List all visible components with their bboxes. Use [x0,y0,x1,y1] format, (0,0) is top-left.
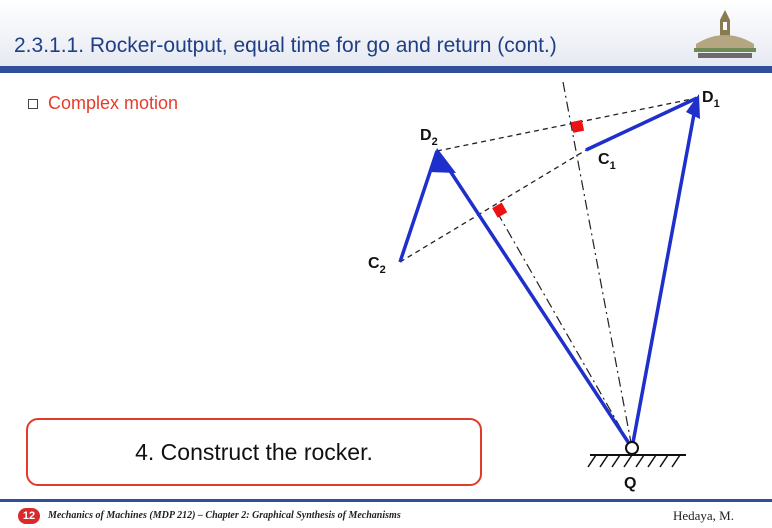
perpendicular-marker-2 [492,202,508,218]
label-c2: C2 [368,255,386,276]
joint-wedge-d1 [686,94,700,119]
bullet-square-icon [28,98,38,109]
step-callout: 4. Construct the rocker. [26,418,482,486]
footer-course: Mechanics of Machines (MDP 212) – Chapte… [48,510,401,521]
university-logo-icon [694,10,756,58]
ground-hatching [587,454,681,468]
bisector-line-1 [562,81,633,449]
perpendicular-marker-1 [571,119,585,133]
label-q: Q [624,475,636,492]
label-d2: D2 [420,127,438,148]
footer-author: Hedaya, M. [672,508,734,523]
step-text: 4. Construct the rocker. [135,438,373,465]
bisector-line-2 [496,211,633,449]
joint-wedge-d2 [429,148,456,173]
title-rule [0,66,772,73]
rocker-link-q-d2 [435,150,634,449]
coupler-link-d1-c1 [585,96,698,152]
slide-title: 2.3.1.1. Rocker-output, equal time for g… [14,34,557,57]
rocker-link-q-d1 [630,97,699,449]
footer-rule [0,499,772,502]
label-c1: C1 [598,151,616,172]
ground-pivot [625,441,639,455]
construction-line-c2-c1 [399,149,587,263]
bullet-text: Complex motion [48,93,179,113]
footer: 12 Mechanics of Machines (MDP 212) – Cha… [0,503,772,528]
page-number-badge: 12 [18,508,40,524]
label-d1: D1 [702,89,720,110]
title-bar: 2.3.1.1. Rocker-output, equal time for g… [0,0,772,66]
bullet-item: Complex motion [28,93,178,114]
